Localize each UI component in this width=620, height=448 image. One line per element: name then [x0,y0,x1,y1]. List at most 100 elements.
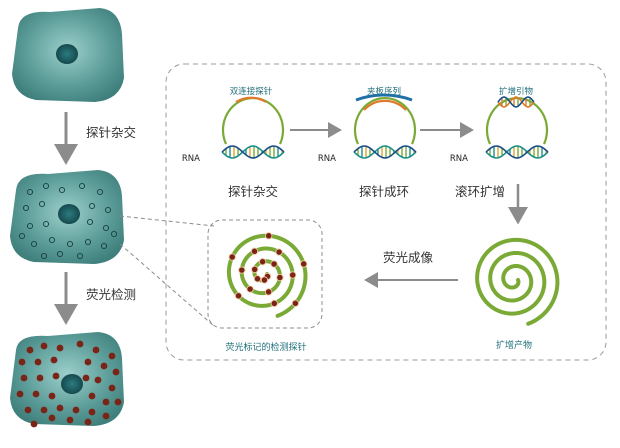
detection-probe-label: 荧光标记的检测探针 [225,341,306,353]
probe-circles [18,182,118,260]
cell-fluorescent [10,332,124,428]
fluorescent-dot [48,392,56,400]
fluorescent-probe-dot [270,260,278,268]
probe-circle [76,252,84,260]
fluorescent-probe-dot [228,253,236,261]
fluorescent-dot [108,352,116,360]
dna-helix [353,145,417,159]
fluorescent-dots [16,340,122,428]
fluorescent-dot [112,368,120,376]
zoom-connector-bottom [119,243,215,327]
fluorescent-probe-dot [291,299,300,307]
probe-circle [104,206,112,214]
strand [485,145,549,159]
fluorescent-dot [40,406,48,414]
nucleus [58,204,80,224]
probe-circle [100,242,108,250]
rna-label: RNA [450,154,468,164]
fluorescent-dot [26,346,34,354]
probe-circle [56,250,64,258]
fluorescent-dot [92,346,100,354]
fluorescent-dot [48,414,56,422]
fluorescent-probe-dot [253,275,262,283]
detection-zoom-box [207,219,323,329]
probe-circle [18,232,26,240]
fluorescent-probe-dot [265,232,273,240]
fluorescent-probe-dot [289,271,297,279]
probe-circle [88,202,96,210]
fluorescent-dot [76,340,84,348]
fluorescent-dot [102,412,110,420]
dna-helix [485,145,549,159]
probe-circle [48,236,56,244]
fluorescent-probe-dot [276,273,284,282]
fluorescent-dot [88,408,96,416]
imaging-label: 荧光成像 [383,250,434,265]
fluorescent-probe-dot [234,292,243,300]
probe-circle [26,222,34,230]
splint-sequence-title: 夹板序列 [367,86,401,97]
strand [497,96,535,108]
fluorescent-dot [114,398,122,406]
fluorescent-probe-dot [264,288,273,296]
fluorescent-probe-dot [260,276,269,284]
fluorescent-dot [100,362,108,370]
zoom-connector-top [119,215,215,227]
fluorescent-dot [34,358,42,366]
stage2-circularized-probe: 夹板序列 RNA [318,86,417,164]
nucleus [56,44,78,64]
fluorescent-dot [30,420,38,428]
fluorescent-dot [108,384,116,392]
stage1-label: 探针杂交 [228,184,278,199]
fluorescent-probe-dot [300,260,308,268]
primer-helix [497,96,535,108]
strand [353,145,417,159]
fluorescent-dot [56,344,64,352]
probe-circle [102,224,110,232]
probe-circle [78,182,86,190]
rna-label: RNA [182,154,200,164]
amplicon-label: 扩增产物 [496,339,532,351]
stage3-label: 滚环扩增 [455,184,505,199]
fluorescent-dot [88,392,96,400]
fluorescent-dot [84,418,92,426]
strand [485,145,549,159]
probe-circle [66,240,74,248]
probe-circle [96,188,104,196]
fluorescent-dot [50,356,58,364]
fluorescent-dot [24,406,32,414]
fluorescent-dot [16,390,24,398]
strand [221,145,285,159]
stage3-amplification-primer: 扩增引物 RNA [450,86,549,164]
fluorescent-dot [82,374,90,382]
stage2-label: 探针成环 [359,184,409,199]
fluorescent-probe-dot [251,265,259,274]
probe-circle [30,240,38,248]
stage1-padlock-probe: 双连接探针 RNA [182,86,285,164]
fluorescent-dot [94,376,102,384]
fluorescent-dot [36,374,44,382]
fluorescent-probe-dot [270,299,278,308]
fluorescent-dot [66,416,74,424]
strand [353,145,417,159]
strand [497,96,535,108]
cell-with-probes [10,170,124,264]
amplification-product-spiral [475,237,560,326]
probe-circle [22,204,30,212]
fluorescent-dot [102,398,110,406]
dna-helix [221,145,285,159]
fluorescent-dot [52,372,60,380]
detection-spiral [226,232,308,318]
rna-label: RNA [318,154,336,164]
probe-circle [42,182,50,190]
probe-circle [38,200,46,208]
amplification-primer-title: 扩增引物 [499,86,534,97]
fluorescent-probe-dot [250,247,259,255]
step-fluorescence-detection-label: 荧光检测 [86,287,136,302]
fluorescent-probe-dot [258,258,267,266]
probe-circle [42,220,50,228]
fluorescent-dot [32,390,40,398]
fluorescent-dot [72,406,80,414]
fluorescent-dot [20,374,28,382]
